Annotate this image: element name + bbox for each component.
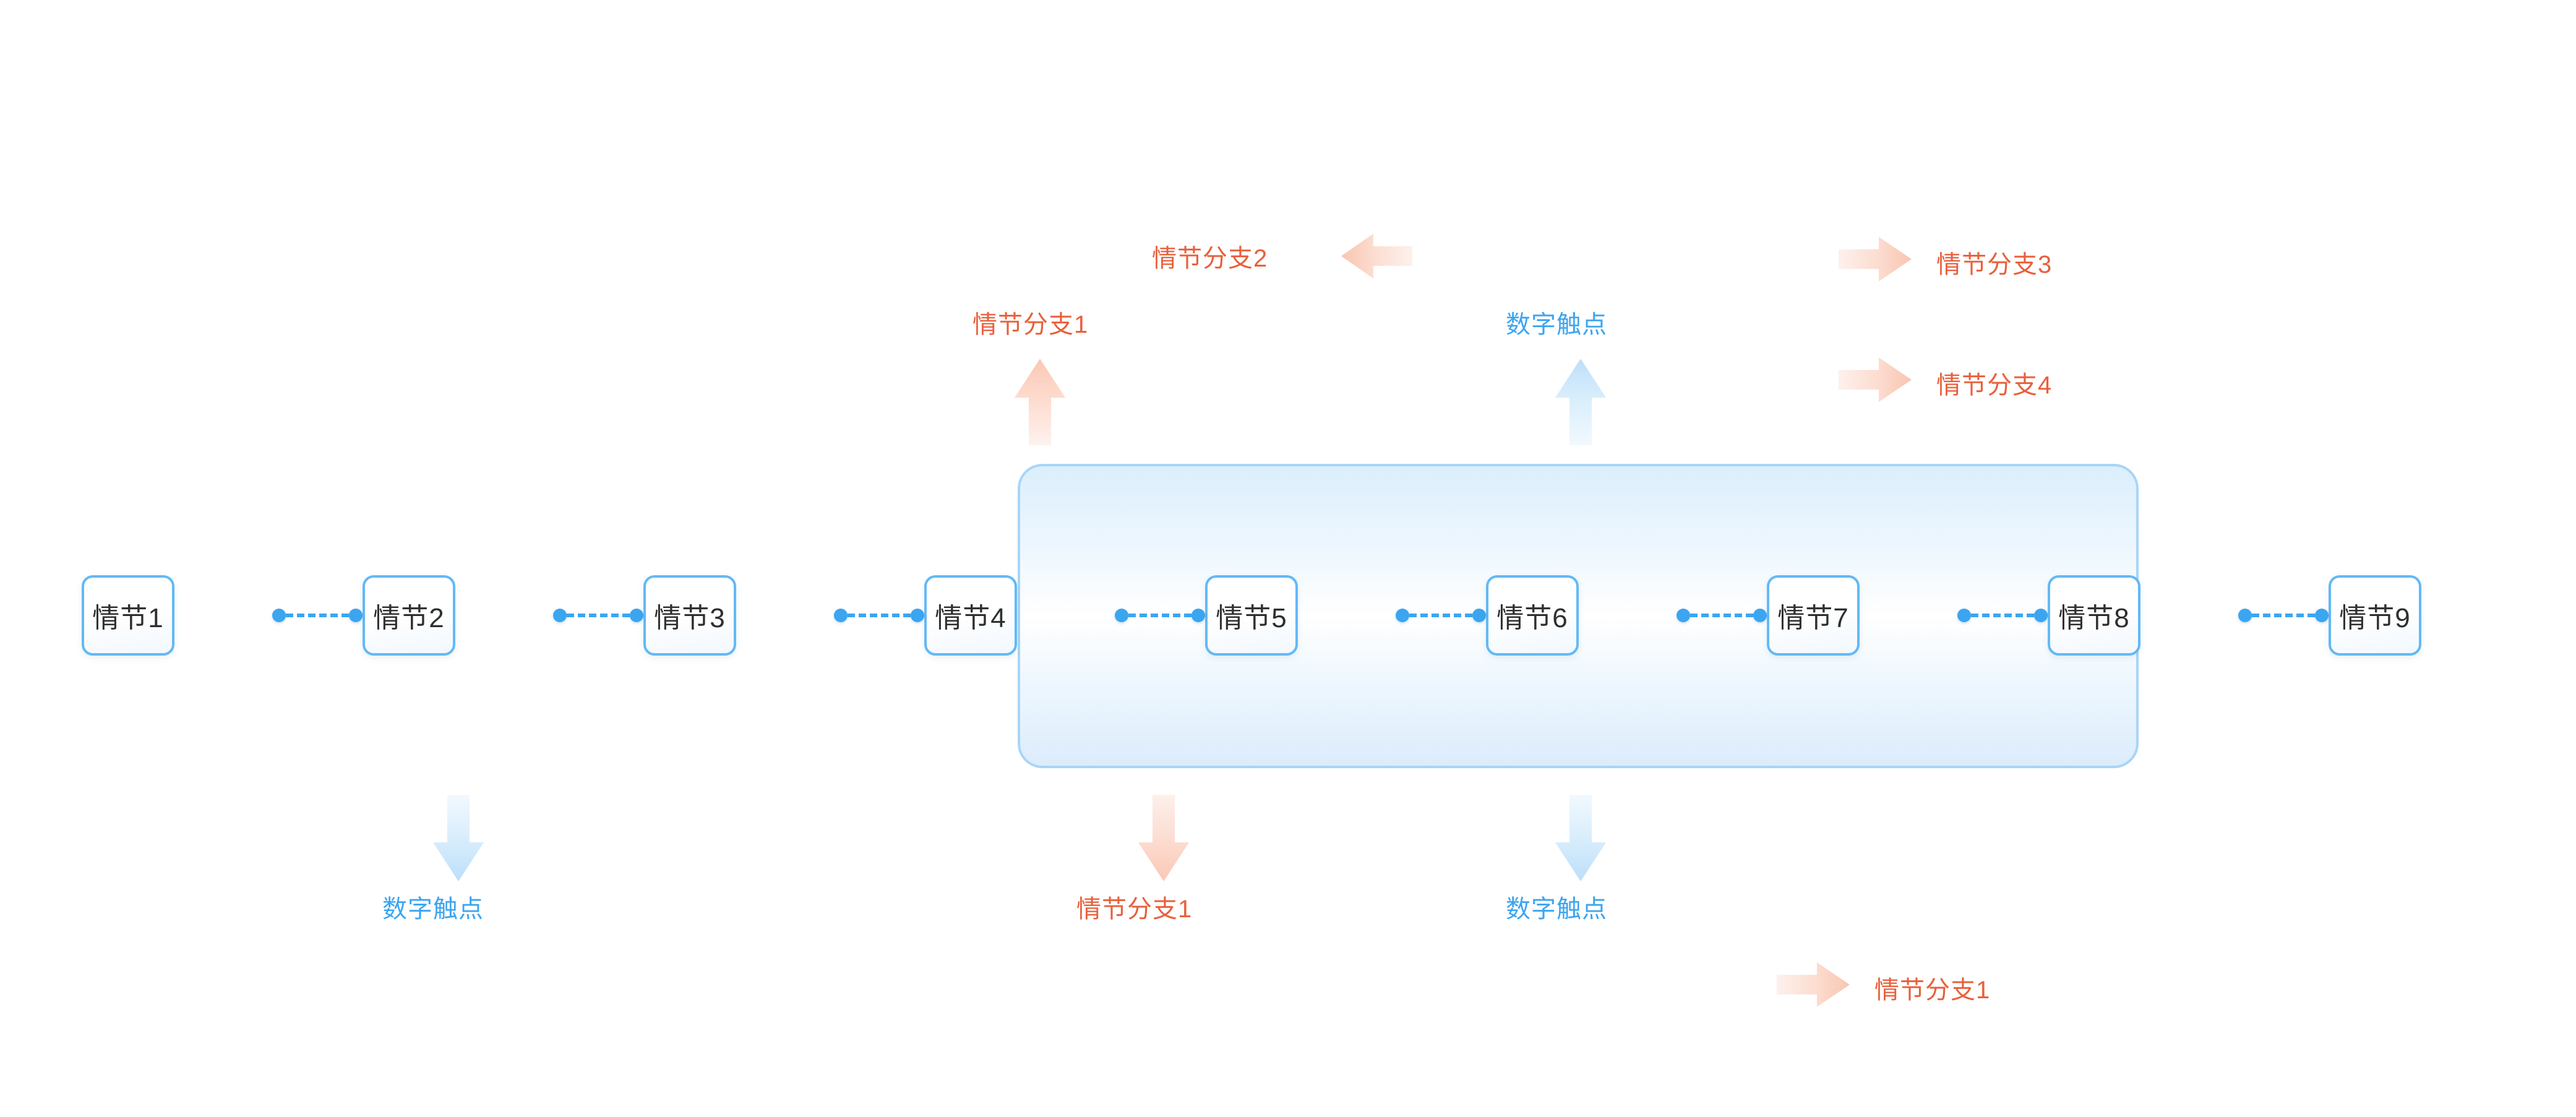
connector-dot-start (1115, 609, 1128, 622)
node-label-5: 情节5 (1216, 603, 1287, 633)
connector-dashed-line (567, 614, 630, 617)
connector-dot-start (2238, 609, 2252, 622)
annotation-label-touchpoint-bottom-right: 数字触点 (1506, 896, 1607, 923)
node-box-1[interactable]: 情节1 (82, 575, 174, 656)
node-box-5[interactable]: 情节5 (1205, 575, 1298, 656)
arrow-up-icon-branch1 (1015, 359, 1065, 445)
node-label-3: 情节3 (654, 603, 726, 633)
annotation-label-branch1-bottom: 情节分支1 (1076, 896, 1193, 923)
connector-7-8[interactable] (1957, 608, 2048, 623)
annotation-label-branch1-top: 情节分支1 (972, 311, 1089, 338)
annotation-label-branch2: 情节分支2 (1152, 245, 1268, 272)
node-box-2[interactable]: 情节2 (363, 575, 455, 656)
node-box-9[interactable]: 情节9 (2329, 575, 2421, 656)
arrow-down-icon-touchpoint-left (433, 795, 484, 881)
connector-dot-end (1753, 609, 1767, 622)
node-label-9: 情节9 (2339, 603, 2411, 633)
connector-dot-start (834, 609, 848, 622)
annotation-label-touchpoint-top: 数字触点 (1506, 311, 1607, 338)
arrow-right-icon-branch3 (1839, 237, 1912, 281)
node-box-6[interactable]: 情节6 (1486, 575, 1579, 656)
annotation-label-branch3: 情节分支3 (1936, 251, 2053, 278)
connector-dot-end (630, 609, 643, 622)
node-label-7: 情节7 (1777, 603, 1849, 633)
node-label-6: 情节6 (1496, 603, 1568, 633)
node-label-2: 情节2 (373, 603, 445, 633)
annotation-label-touchpoint-bottom-left: 数字触点 (382, 896, 484, 923)
connector-dot-end (911, 609, 924, 622)
node-box-3[interactable]: 情节3 (643, 575, 736, 656)
arrow-up-icon-touchpoint (1555, 359, 1606, 445)
node-label-8: 情节8 (2058, 603, 2130, 633)
connector-dot-end (1191, 609, 1205, 622)
connector-dot-start (1677, 609, 1690, 622)
connector-dashed-line (1971, 614, 2034, 617)
connector-4-5[interactable] (1115, 608, 1205, 623)
connector-dashed-line (848, 614, 911, 617)
arrow-down-icon-touchpoint-right (1555, 795, 1606, 881)
connector-3-4[interactable] (834, 608, 924, 623)
arrow-right-icon-branch1-bottom (1777, 962, 1850, 1007)
connector-dot-start (1957, 609, 1971, 622)
connector-dashed-line (1409, 614, 1472, 617)
connector-8-9[interactable] (2238, 608, 2329, 623)
connector-dot-end (349, 609, 363, 622)
connector-6-7[interactable] (1677, 608, 1767, 623)
connector-2-3[interactable] (553, 608, 643, 623)
connector-dot-end (2034, 609, 2048, 622)
arrow-right-icon-branch4 (1839, 357, 1912, 402)
arrow-down-icon-branch1 (1138, 795, 1189, 881)
connector-dashed-line (286, 614, 349, 617)
connector-dot-end (1472, 609, 1486, 622)
connector-dashed-line (1690, 614, 1753, 617)
connector-dashed-line (1128, 614, 1191, 617)
annotation-label-branch1-bottom-right: 情节分支1 (1874, 977, 1991, 1004)
connector-dot-start (1396, 609, 1409, 622)
node-box-7[interactable]: 情节7 (1767, 575, 1860, 656)
connector-dot-end (2315, 609, 2329, 622)
node-label-4: 情节4 (935, 603, 1007, 633)
annotation-label-branch4: 情节分支4 (1936, 372, 2053, 399)
node-label-1: 情节1 (92, 603, 164, 633)
connector-1-2[interactable] (272, 608, 363, 623)
connector-dashed-line (2252, 614, 2315, 617)
node-box-8[interactable]: 情节8 (2048, 575, 2140, 656)
connector-dot-start (272, 609, 286, 622)
connector-dot-start (553, 609, 567, 622)
node-box-4[interactable]: 情节4 (924, 575, 1017, 656)
connector-5-6[interactable] (1396, 608, 1486, 623)
arrow-left-icon-branch2 (1341, 234, 1412, 278)
